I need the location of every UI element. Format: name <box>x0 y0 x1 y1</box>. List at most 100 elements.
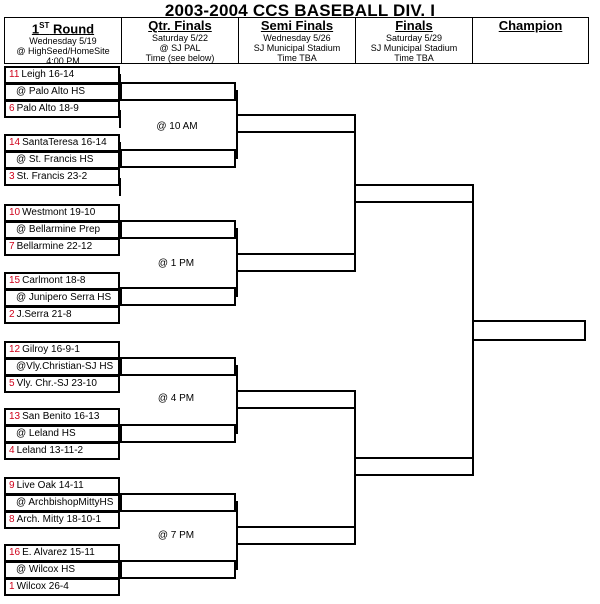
round-site: @ SJ PAL <box>159 43 201 53</box>
qf-time-4: @ 7 PM <box>157 530 195 541</box>
round-date: Saturday 5/22 <box>151 33 209 43</box>
qf-slot-1 <box>120 82 236 101</box>
round-time: 4:00 PM <box>46 56 80 67</box>
site-name: @ Palo Alto HS <box>16 86 86 97</box>
qf-slot-4 <box>120 287 236 306</box>
round-time: Time TBA <box>277 53 317 63</box>
team-name: SantaTeresa 16-14 <box>22 137 107 148</box>
round-title: Finals <box>395 18 433 33</box>
champion-slot <box>472 320 586 341</box>
qf-slot-2 <box>120 149 236 168</box>
seed-number: 5 <box>9 378 15 389</box>
round-site: SJ Municipal Stadium <box>253 43 341 53</box>
site-name: @ Bellarmine Prep <box>16 224 101 235</box>
team-name: Leigh 16-14 <box>21 69 75 80</box>
site-box: @ Junipero Serra HS <box>4 289 120 307</box>
seed-number: 3 <box>9 171 15 182</box>
site-name: @ Wilcox HS <box>16 564 76 575</box>
seed-number: 13 <box>9 411 21 422</box>
team-name: Live Oak 14-11 <box>16 480 84 491</box>
qf-time-3: @ 4 PM <box>157 393 195 404</box>
final-slot-1 <box>354 184 474 203</box>
round-header-finals: Finals Saturday 5/29 SJ Municipal Stadiu… <box>355 17 472 64</box>
qf-slot-6 <box>120 424 236 443</box>
round-date: Saturday 5/29 <box>385 33 443 43</box>
team-name: J.Serra 21-8 <box>16 309 72 320</box>
team-name: Bellarmine 22-12 <box>16 241 93 252</box>
site-name: @ St. Francis HS <box>16 154 94 165</box>
qf-slot-3 <box>120 220 236 239</box>
team-name: Arch. Mitty 18-10-1 <box>16 514 102 525</box>
round-header-quarterfinals: Qtr. Finals Saturday 5/22 @ SJ PAL Time … <box>121 17 238 64</box>
team-name: San Benito 16-13 <box>22 411 100 422</box>
round-title: 1ST Round <box>31 21 95 37</box>
sf-slot-2 <box>236 253 356 272</box>
round-date: Wednesday 5/26 <box>263 33 331 43</box>
page-title: 2003-2004 CCS BASEBALL DIV. I <box>164 1 436 20</box>
round-site: @ HighSeed/HomeSite <box>16 46 110 57</box>
team-name: Wilcox 26-4 <box>16 581 69 592</box>
site-name: @Vly.Christian-SJ HS <box>16 361 114 372</box>
seed-number: 14 <box>9 137 21 148</box>
team-name: Leland 13-11-2 <box>16 445 84 456</box>
qf-time-2: @ 1 PM <box>157 258 195 269</box>
seed-number: 2 <box>9 309 15 320</box>
team-name: Carlmont 18-8 <box>22 275 86 286</box>
seed-number: 16 <box>9 547 21 558</box>
round-time: Time (see below) <box>145 53 215 63</box>
round-title: Champion <box>498 18 563 33</box>
team-name: Westmont 19-10 <box>22 207 96 218</box>
round-header-semifinals: Semi Finals Wednesday 5/26 SJ Municipal … <box>238 17 355 64</box>
qf-slot-7 <box>120 493 236 512</box>
round-site: SJ Municipal Stadium <box>370 43 458 53</box>
round-time: Time TBA <box>394 53 434 63</box>
team-name: St. Francis 23-2 <box>16 171 88 182</box>
seed-number: 4 <box>9 445 15 456</box>
site-box: @ Bellarmine Prep <box>4 221 120 239</box>
site-box: @ Palo Alto HS <box>4 83 120 101</box>
seed-number: 8 <box>9 514 15 525</box>
round-title: Qtr. Finals <box>148 18 212 33</box>
seed-number: 6 <box>9 103 15 114</box>
sf-slot-3 <box>236 390 356 409</box>
round-header-champion: Champion <box>472 17 589 64</box>
site-name: @ Junipero Serra HS <box>16 292 112 303</box>
site-box: @Vly.Christian-SJ HS <box>4 358 120 376</box>
team-name: Gilroy 16-9-1 <box>22 344 80 355</box>
seed-number: 11 <box>9 69 20 80</box>
round-header-first: 1ST Round Wednesday 5/19 @ HighSeed/Home… <box>4 17 121 67</box>
team-name: E. Alvarez 15-11 <box>22 547 95 558</box>
site-name: @ Leland HS <box>16 428 76 439</box>
round-title: Semi Finals <box>260 18 334 33</box>
site-box: @ Wilcox HS <box>4 561 120 579</box>
site-name: @ ArchbishopMittyHS <box>16 497 114 508</box>
site-box: @ Leland HS <box>4 425 120 443</box>
seed-number: 15 <box>9 275 21 286</box>
seed-number: 12 <box>9 344 21 355</box>
final-slot-2 <box>354 457 474 476</box>
site-box: @ St. Francis HS <box>4 151 120 169</box>
seed-number: 7 <box>9 241 15 252</box>
qf-slot-5 <box>120 357 236 376</box>
team-name: Palo Alto 18-9 <box>16 103 79 114</box>
seed-number: 10 <box>9 207 21 218</box>
qf-time-1: @ 10 AM <box>156 121 198 132</box>
round-date: Wednesday 5/19 <box>29 36 97 47</box>
seed-number: 9 <box>9 480 15 491</box>
